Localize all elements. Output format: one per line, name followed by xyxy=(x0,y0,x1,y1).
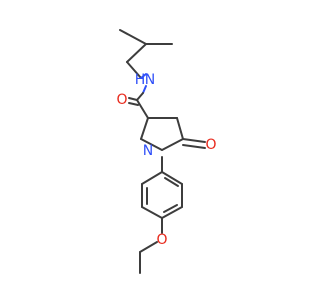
bond-ring-c2-c3 xyxy=(140,117,149,140)
ring-nitrogen-label: N xyxy=(143,143,153,159)
bond-nh-ch2 xyxy=(140,73,147,79)
bond-lactam-co-1 xyxy=(182,138,206,143)
bond-amide-co-1 xyxy=(128,97,138,101)
molecule-drawing: N H O N O O xyxy=(116,29,217,274)
bond-amide-c-ring xyxy=(136,99,149,119)
bond-ring-c4-c5 xyxy=(176,117,184,140)
bond-ether-ch2 xyxy=(139,241,158,253)
bond-ph-double-2 xyxy=(163,204,178,213)
bond-ring-n-c2 xyxy=(140,138,163,151)
bond-carbonyl-amide-c xyxy=(136,92,144,101)
bond-ph-4 xyxy=(141,206,163,219)
bond-ring-c5-n xyxy=(161,138,184,151)
bond-ph-6 xyxy=(141,171,163,185)
bond-lactam-co-2 xyxy=(182,144,206,149)
bond-ph-1 xyxy=(161,171,183,185)
bond-ph-3 xyxy=(161,206,183,219)
ether-oxygen-label: O xyxy=(156,232,167,248)
bond-methyl-1 xyxy=(119,29,147,45)
bond-isobutyl-ch2 xyxy=(126,61,142,79)
amide-oxygen-label: O xyxy=(116,92,127,108)
bond-amide-co-2 xyxy=(128,102,139,106)
lactam-oxygen-label: O xyxy=(205,137,216,153)
bond-isobutyl-ch xyxy=(126,43,147,63)
bond-nh-carbonyl xyxy=(142,85,147,94)
structure-canvas: N H O N O O xyxy=(116,29,217,274)
amide-hydrogen-label: H xyxy=(135,72,146,88)
bond-ph-double-1 xyxy=(164,177,179,187)
amide-nitrogen-label: N xyxy=(145,72,155,88)
